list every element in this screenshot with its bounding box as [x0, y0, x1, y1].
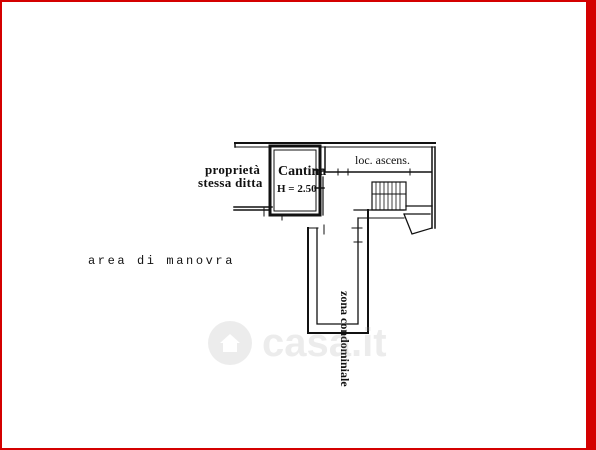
frame-right-border: [586, 2, 594, 448]
owner-label-line2: stessa ditta: [198, 175, 263, 190]
cellar-left-marks: [263, 206, 283, 221]
property-boundary: [233, 206, 273, 211]
stair-landing: [403, 205, 433, 235]
maneuver-area-label: area di manovra: [88, 254, 236, 268]
staircase: [371, 181, 407, 211]
lift-room-wall: [324, 146, 436, 229]
watermark: casa.it: [208, 316, 400, 370]
lift-room-label: loc. ascens.: [355, 153, 410, 167]
watermark-text: casa.it: [262, 320, 387, 365]
cellar-wall: [268, 144, 322, 217]
lift-room-ticks: [337, 168, 411, 176]
owner-label-line1: proprietà: [205, 162, 261, 177]
house-icon: [208, 321, 252, 365]
common-corridor-walls: [307, 176, 405, 334]
cellar-label: Cantina: [278, 164, 327, 179]
cellar-wall-inner: [273, 149, 317, 212]
cellar-height-label: H = 2.50: [277, 183, 317, 195]
